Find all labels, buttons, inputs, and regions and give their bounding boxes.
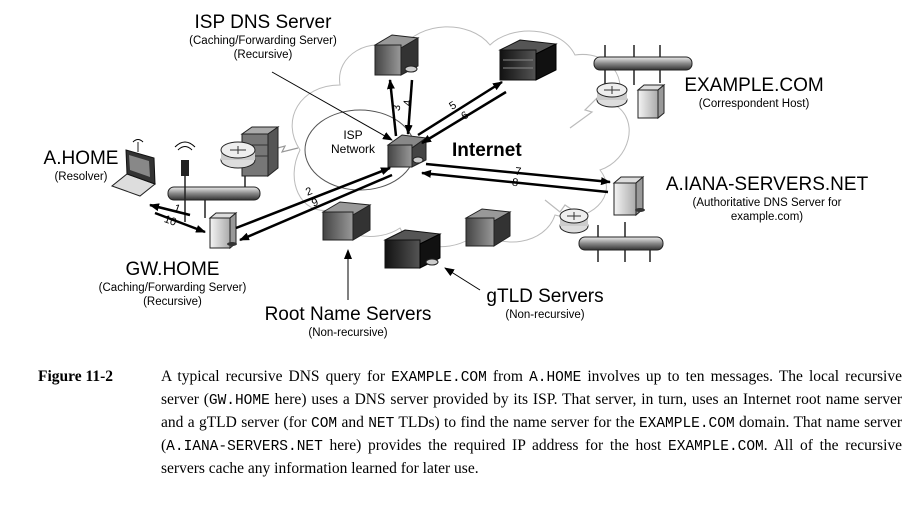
caption-code-run: A.HOME [529,370,582,386]
iana-title: A.IANA-SERVERS.NET [665,174,869,195]
root-server-bottom-icon [321,201,372,241]
caption-text-run: from [486,368,530,385]
gtld-server-bottom-icon [464,208,512,247]
iana-label: A.IANA-SERVERS.NET (Authoritative DNS Se… [657,174,877,224]
caption-text-run: here) uses a DNS server provided by its … [161,391,902,431]
a-home-title: A.HOME [43,148,119,169]
iana-router-icon [559,208,589,234]
a-home-label: A.HOME (Resolver) [37,148,125,184]
example-network [593,45,693,85]
a-home-sub1: (Resolver) [54,171,108,183]
isp-dns-title: ISP DNS Server [194,12,332,33]
dns-diagram [110,26,693,300]
gw-home-sub2: (Recursive) [143,296,202,308]
caption-code-run: EXAMPLE.COM [638,416,735,432]
example-router-icon [596,82,628,108]
laptop-icon [110,139,157,197]
iana-sub1: (Authoritative DNS Server for [692,197,842,209]
root-title: Root Name Servers [264,304,432,325]
gw-home-title: GW.HOME [125,259,220,280]
iana-network [578,222,664,262]
gtld-title: gTLD Servers [486,286,604,307]
home-router-icon [220,126,280,178]
caption-text-run: domain. That name server ( [161,414,902,454]
figure-caption: Figure 11-2 A typical recursive DNS quer… [38,366,902,479]
gw-home-server-icon [208,211,238,250]
caption-code-run: EXAMPLE.COM [668,439,764,455]
caption-code-run: COM [311,416,338,432]
caption-code-run: NET [368,416,395,432]
root-server-black-icon [383,229,442,269]
root-label: Root Name Servers (Non-recursive) [248,304,448,340]
example-com-sub1: (Correspondent Host) [698,98,810,110]
msg-label-4: 4 [401,99,415,107]
msg-label-8: 8 [511,176,519,190]
iana-sub2: example.com) [730,211,804,223]
gtld-sub1: (Non-recursive) [505,309,585,321]
isp-network-line1: ISP [343,128,363,142]
isp-network-line2: Network [330,142,375,156]
example-com-title: EXAMPLE.COM [684,75,824,96]
gtld-label: gTLD Servers (Non-recursive) [470,286,620,322]
caption-text: A typical recursive DNS query for EXAMPL… [161,366,902,479]
caption-text-run: here) provides the required IP address f… [322,437,669,454]
caption-text-run: A typical recursive DNS query for [161,368,392,385]
example-host-icon [636,83,666,120]
gtld-server-top-icon [498,39,558,81]
wireless-ap-icon [174,141,196,176]
gw-home-label: GW.HOME (Caching/Forwarding Server) (Rec… [85,259,260,309]
iana-server-icon [612,175,645,217]
caption-text-run: involves up to ten messages. The local r… [161,368,902,408]
isp-network-label: ISP Network [318,128,388,156]
isp-dns-label: ISP DNS Server (Caching/Forwarding Serve… [183,12,343,62]
caption-text-run: . All of the recursive servers cache any… [161,437,902,477]
gw-home-sub1: (Caching/Forwarding Server) [98,282,247,294]
caption-text-run: and [337,414,369,431]
root-sub1: (Non-recursive) [308,327,388,339]
example-com-label: EXAMPLE.COM (Correspondent Host) [684,75,824,111]
caption-code-run: EXAMPLE.COM [391,370,487,386]
figure-label: Figure 11-2 [38,368,114,385]
internet-label: Internet [452,140,522,161]
caption-code-run: A.IANA-SERVERS.NET [166,439,323,455]
caption-text-run: TLDs) to find the name server for the [394,414,639,431]
isp-dns-sub2: (Recursive) [233,49,293,61]
isp-dns-server-icon [386,134,428,168]
root-server-top-icon [373,34,420,76]
isp-dns-sub1: (Caching/Forwarding Server) [189,35,337,47]
caption-code-run: GW.HOME [208,393,270,409]
